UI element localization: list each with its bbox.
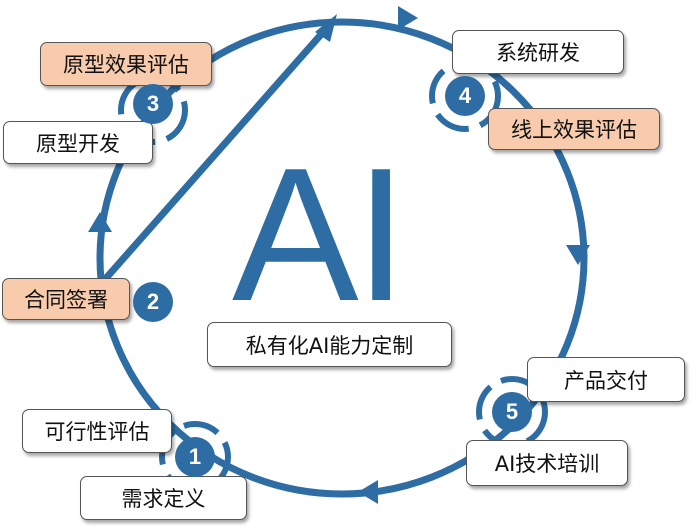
step-badge-3: 3 (133, 84, 173, 124)
step1-requirement-definition: 需求定义 (80, 476, 247, 520)
step5-product-delivery: 产品交付 (527, 357, 685, 402)
step-badge-4: 4 (445, 76, 485, 116)
ring-arrow-left (88, 212, 112, 232)
step4-system-development: 系统研发 (452, 30, 624, 74)
step-badge-5: 5 (492, 392, 532, 432)
step2-contract-signing: 合同签署 (2, 278, 130, 320)
step3-prototype-evaluation: 原型效果评估 (40, 42, 212, 86)
ring-arrow-top (398, 6, 418, 30)
step4-online-evaluation: 线上效果评估 (488, 108, 660, 150)
center-label: 私有化AI能力定制 (207, 322, 452, 367)
step-badge-1: 1 (175, 437, 215, 477)
shortcut-arrowhead (315, 14, 337, 42)
step1-feasibility-evaluation: 可行性评估 (22, 409, 172, 453)
shortcut-arrow-line (97, 27, 328, 288)
main-cycle-ring (96, 18, 588, 498)
ring-arrow-right (566, 245, 590, 265)
step-badge-2: 2 (133, 282, 173, 322)
step5-ai-training: AI技术培训 (466, 440, 628, 486)
step3-prototype-development: 原型开发 (3, 121, 153, 164)
ring-arrow-bottom (358, 480, 378, 504)
ai-logo: AI (232, 129, 408, 341)
